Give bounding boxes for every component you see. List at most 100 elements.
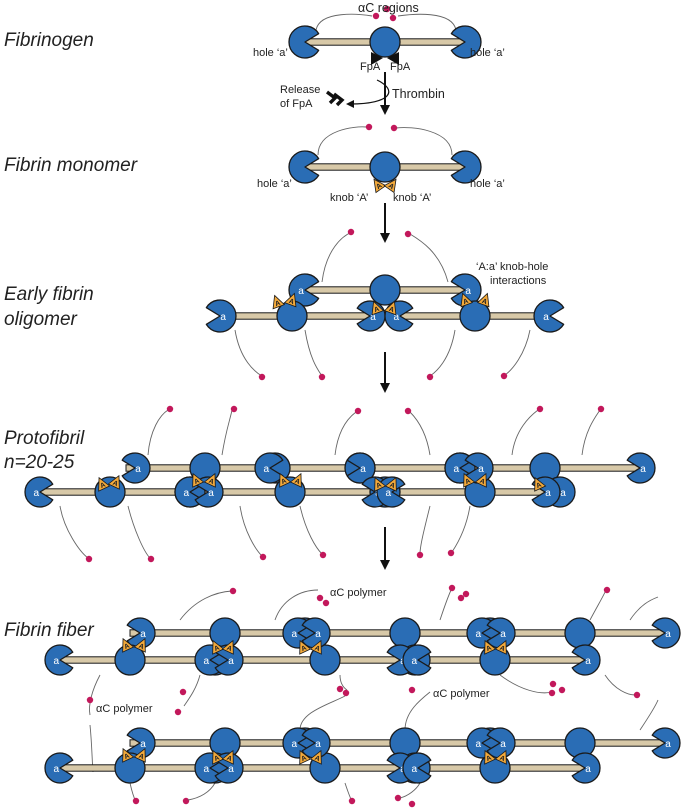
ac-tether bbox=[629, 596, 659, 621]
knob-a-icon: A bbox=[299, 639, 312, 655]
ac-tether bbox=[339, 674, 348, 691]
ac-tether bbox=[89, 674, 101, 716]
ac-tether bbox=[221, 409, 233, 456]
ac-end-dot bbox=[408, 686, 416, 694]
ac-tether bbox=[187, 782, 216, 801]
ac-tether bbox=[404, 691, 431, 731]
ac-tether bbox=[395, 127, 453, 156]
hole-a-letter: a bbox=[264, 464, 270, 475]
hole-a-letter: a bbox=[543, 312, 549, 323]
svg-text:A: A bbox=[464, 478, 472, 486]
ac-end-dot bbox=[597, 405, 605, 413]
ac-end-dot bbox=[316, 594, 324, 602]
ac-end-dot bbox=[347, 228, 355, 236]
ac-tether bbox=[581, 409, 601, 456]
d-domain bbox=[651, 617, 681, 649]
hole-a-letter: a bbox=[478, 464, 484, 475]
hole-a-letter: a bbox=[54, 656, 60, 667]
ac-end-dot bbox=[318, 373, 326, 381]
ac-tether bbox=[59, 505, 89, 559]
ac-end-dot bbox=[548, 689, 556, 697]
ac-tether bbox=[504, 329, 531, 376]
ac-end-dot bbox=[342, 689, 350, 697]
svg-text:A: A bbox=[225, 645, 233, 653]
knob-a-icon: A bbox=[203, 472, 216, 488]
released-fpa-icon bbox=[325, 90, 345, 107]
svg-text:A: A bbox=[375, 482, 383, 490]
ac-end-dot bbox=[404, 407, 412, 415]
stage-label-early-oligomer-1: Early fibrin bbox=[4, 284, 94, 305]
ac-tether bbox=[183, 674, 201, 707]
d-domain bbox=[402, 752, 432, 784]
knob-a-icon: A bbox=[107, 474, 120, 490]
e-domain bbox=[369, 274, 401, 306]
ac-end-dot bbox=[394, 794, 402, 802]
d-domain bbox=[486, 617, 516, 649]
hole-a-letter: a bbox=[640, 464, 646, 475]
ac-end-dot bbox=[462, 590, 470, 598]
ac-end-dot bbox=[259, 553, 267, 561]
ac-end-dot bbox=[404, 230, 412, 238]
d-domain bbox=[205, 299, 237, 333]
svg-text:A: A bbox=[213, 755, 221, 763]
ac-tether bbox=[299, 695, 346, 731]
ac-end-dot bbox=[179, 688, 187, 696]
label-ac-polymer-top: αC polymer bbox=[330, 587, 387, 599]
svg-text:A: A bbox=[535, 482, 543, 490]
d-domain bbox=[651, 727, 681, 759]
hole-a-letter: a bbox=[370, 312, 376, 323]
ac-end-dot bbox=[348, 797, 356, 805]
label-interactions-2: interactions bbox=[490, 275, 547, 287]
svg-text:A: A bbox=[293, 478, 301, 486]
ac-tether bbox=[451, 505, 471, 553]
ac-end-dot bbox=[336, 685, 344, 693]
stage-label-early-oligomer-2: oligomer bbox=[4, 309, 78, 330]
ac-tether bbox=[511, 409, 539, 456]
ac-end-dot bbox=[558, 686, 566, 694]
stage-label-protofibril-2: n=20-25 bbox=[4, 452, 75, 473]
knob-a-icon: A bbox=[212, 749, 225, 765]
knob-a-icon: A bbox=[463, 472, 476, 488]
hole-a-letter: a bbox=[292, 629, 298, 640]
ac-end-dot bbox=[500, 372, 508, 380]
svg-text:A: A bbox=[193, 478, 201, 486]
hole-a-letter: a bbox=[394, 312, 400, 323]
ac-tether bbox=[179, 590, 233, 621]
hole-a-letter: a bbox=[500, 739, 506, 750]
ac-end-dot bbox=[229, 587, 237, 595]
label-release-2: of FpA bbox=[280, 98, 313, 110]
e-domain bbox=[369, 26, 401, 58]
knob-a-icon: A bbox=[133, 637, 146, 653]
ac-tether bbox=[274, 589, 319, 621]
ac-tether bbox=[239, 505, 263, 557]
ac-end-dot bbox=[549, 680, 557, 688]
labels-layer: Fibrinogen Fibrin monomer Early fibrin o… bbox=[4, 1, 548, 715]
hole-a-letter: a bbox=[476, 629, 482, 640]
knob-a-icon: A bbox=[309, 749, 322, 765]
svg-text:A: A bbox=[313, 645, 321, 653]
knob-a-icon: A bbox=[534, 476, 547, 492]
ac-end-dot bbox=[416, 551, 424, 559]
d-domain bbox=[533, 299, 565, 333]
ac-end-dot bbox=[447, 549, 455, 557]
knob-a-icon: A bbox=[476, 292, 490, 308]
hole-a-letter: a bbox=[184, 488, 190, 499]
svg-text:A: A bbox=[207, 478, 215, 486]
e-domain bbox=[459, 300, 491, 332]
ac-end-dot bbox=[147, 555, 155, 563]
arrows-layer bbox=[325, 72, 390, 570]
svg-text:A: A bbox=[137, 753, 145, 761]
svg-text:A: A bbox=[387, 182, 395, 191]
ac-tether bbox=[439, 587, 453, 621]
svg-text:A: A bbox=[373, 306, 380, 314]
hole-a-letter: a bbox=[412, 764, 418, 775]
svg-text:A: A bbox=[274, 300, 281, 308]
svg-text:A: A bbox=[225, 755, 233, 763]
knob-a-icon: A bbox=[212, 639, 225, 655]
hole-a-letter: a bbox=[560, 488, 566, 499]
fpa-icon bbox=[371, 52, 399, 65]
arrow-release-curve bbox=[346, 79, 390, 108]
ac-tether bbox=[409, 411, 431, 456]
hole-a-letter: a bbox=[204, 764, 210, 775]
